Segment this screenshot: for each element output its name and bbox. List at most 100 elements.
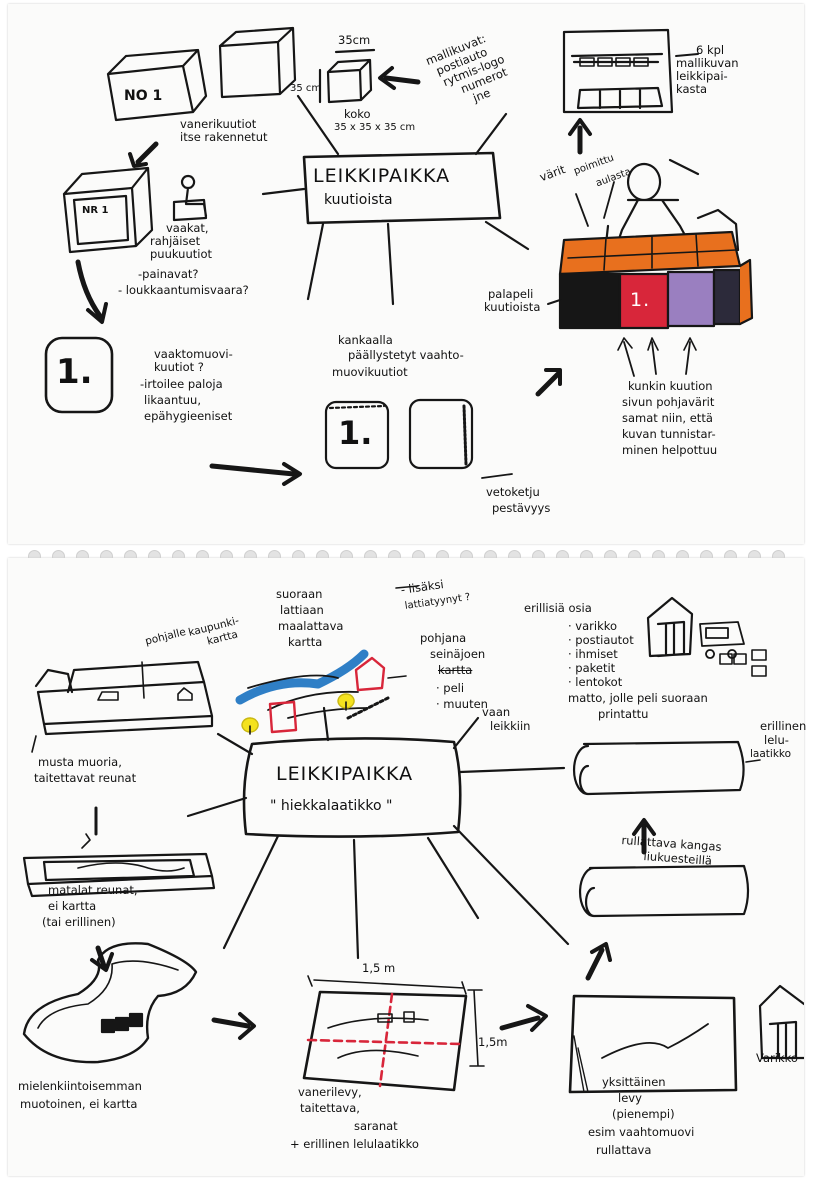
puzzle-face-black bbox=[558, 272, 622, 330]
zipper-note: pestävyys bbox=[492, 501, 551, 515]
branch-line bbox=[474, 112, 508, 156]
packages-icon bbox=[719, 649, 767, 677]
foam-note: vaaktomuovi- bbox=[154, 347, 233, 361]
branch-line bbox=[322, 706, 330, 742]
toy-box-note: laatikko bbox=[750, 748, 792, 760]
puzzle-face-purple bbox=[666, 270, 716, 328]
arrow-head bbox=[238, 1012, 256, 1040]
frame-note: kasta bbox=[676, 82, 708, 96]
size-top-label: 35cm bbox=[338, 33, 371, 47]
sketch-sheet-cubes: LEIKKIPAIKKA kuutioista NO 1 vanerikuuti… bbox=[8, 4, 804, 544]
plywood-board-icon bbox=[302, 990, 468, 1092]
frame-note: leikkipai- bbox=[676, 69, 728, 83]
branch-line bbox=[352, 838, 360, 960]
fabric-note: kankaalla bbox=[338, 333, 393, 347]
branch-line bbox=[186, 796, 248, 818]
size-caption: koko bbox=[344, 107, 371, 121]
arrow-head bbox=[282, 462, 302, 486]
arrow-head bbox=[86, 302, 108, 324]
center-subtitle: kuutioista bbox=[324, 192, 393, 208]
single-board-note: esim vaahtomuovi bbox=[588, 1125, 695, 1139]
wood-note: puukuutiot bbox=[150, 247, 213, 261]
arrow-icon bbox=[81, 833, 91, 849]
zipper-note: vetoketju bbox=[486, 485, 540, 499]
arrow-head bbox=[544, 368, 562, 386]
plain-cube-icon bbox=[218, 26, 297, 99]
puzzle-top bbox=[558, 230, 742, 276]
wood-note: rahjäiset bbox=[150, 234, 201, 248]
mat-note: matto, jolle peli suoraan bbox=[568, 691, 708, 705]
foam-note: kuutiot ? bbox=[154, 360, 204, 374]
sandbox-lid-icon bbox=[34, 668, 74, 694]
parts-note: · lentokot bbox=[568, 675, 623, 689]
branch-line bbox=[386, 222, 395, 306]
zipper-cube-icon bbox=[408, 398, 474, 470]
base-color-note: kunkin kuution bbox=[628, 379, 713, 393]
low-box-icon bbox=[22, 852, 216, 898]
garage-icon bbox=[646, 596, 694, 658]
dimension-line bbox=[307, 975, 485, 1067]
mat-note: printattu bbox=[598, 707, 649, 721]
size-side-label: 35 cm bbox=[290, 83, 322, 94]
river-map-icon bbox=[235, 649, 369, 705]
arrow-icon bbox=[535, 371, 561, 397]
branch-line bbox=[306, 222, 325, 301]
single-board-icon bbox=[568, 994, 738, 1094]
arrow-icon bbox=[395, 585, 419, 589]
branch-line bbox=[222, 834, 280, 950]
curvy-note: mielenkiintoisemman bbox=[18, 1079, 142, 1093]
arrow-icon bbox=[675, 53, 699, 57]
board-dimension: 1,5 m bbox=[362, 961, 396, 975]
hinge-line bbox=[378, 992, 394, 1088]
arrow-icon bbox=[499, 1015, 541, 1031]
fabric-cube-seam bbox=[328, 404, 386, 410]
center-box bbox=[302, 151, 502, 225]
arrow-head bbox=[90, 952, 114, 972]
branch-line bbox=[426, 836, 480, 920]
rail-map-icon bbox=[346, 696, 390, 720]
wood-note: - loukkaantumisvaara? bbox=[118, 283, 249, 297]
parts-note: erillisiä osia bbox=[524, 601, 592, 615]
wood-note: -painavat? bbox=[138, 267, 199, 281]
seinajoki-note: leikkiin bbox=[490, 719, 531, 733]
arrow-head bbox=[617, 337, 697, 351]
seinajoki-note: · muuten bbox=[436, 697, 488, 711]
arrow-head bbox=[128, 152, 148, 168]
plywood-note: + erillinen lelulaatikko bbox=[290, 1137, 419, 1151]
sitting-person-icon bbox=[172, 174, 208, 222]
seinajoki-note: vaan bbox=[482, 705, 511, 719]
arrow-icon bbox=[745, 759, 761, 763]
frame-note: mallikuvan bbox=[676, 56, 739, 70]
center-box bbox=[242, 737, 462, 838]
floor-note: kartta bbox=[288, 635, 323, 649]
parts-note: · paketit bbox=[568, 661, 616, 675]
floor-note: maalattava bbox=[278, 619, 344, 633]
seinajoki-note: kartta bbox=[438, 663, 473, 677]
center-subtitle: " hiekkalaatikko " bbox=[270, 798, 393, 814]
arrow-icon bbox=[585, 947, 605, 981]
arrow-icon bbox=[135, 141, 159, 165]
frame-icon bbox=[562, 28, 674, 114]
single-board-note: rullattava bbox=[596, 1143, 652, 1157]
blocks-icon bbox=[100, 1012, 144, 1034]
arrow-head bbox=[568, 118, 592, 136]
hinge-line bbox=[306, 1038, 462, 1046]
map-road-icon bbox=[77, 862, 185, 872]
foam-note: likaantuu, bbox=[144, 393, 201, 407]
plywood-note: vanerilevy, bbox=[298, 1085, 362, 1099]
arrow-icon bbox=[623, 341, 691, 377]
arrow-icon bbox=[575, 193, 589, 227]
low-edge-note: (tai erillinen) bbox=[42, 915, 116, 929]
black-sand-note: taitettavat reunat bbox=[34, 771, 137, 785]
base-color-note: minen helpottuu bbox=[622, 443, 718, 457]
seinajoki-note: · peli bbox=[436, 681, 465, 695]
rolled-fabric-icon bbox=[578, 864, 750, 918]
curvy-sandbox-icon bbox=[22, 942, 198, 1064]
arrow-head bbox=[526, 1004, 548, 1032]
crate-label: NR 1 bbox=[82, 205, 109, 216]
single-board-note: levy bbox=[618, 1091, 642, 1105]
arrow-icon bbox=[481, 473, 513, 479]
van-icon bbox=[699, 621, 745, 659]
low-edge-note: ei kartta bbox=[48, 899, 97, 913]
puzzle-tile-number: 1. bbox=[630, 289, 651, 311]
